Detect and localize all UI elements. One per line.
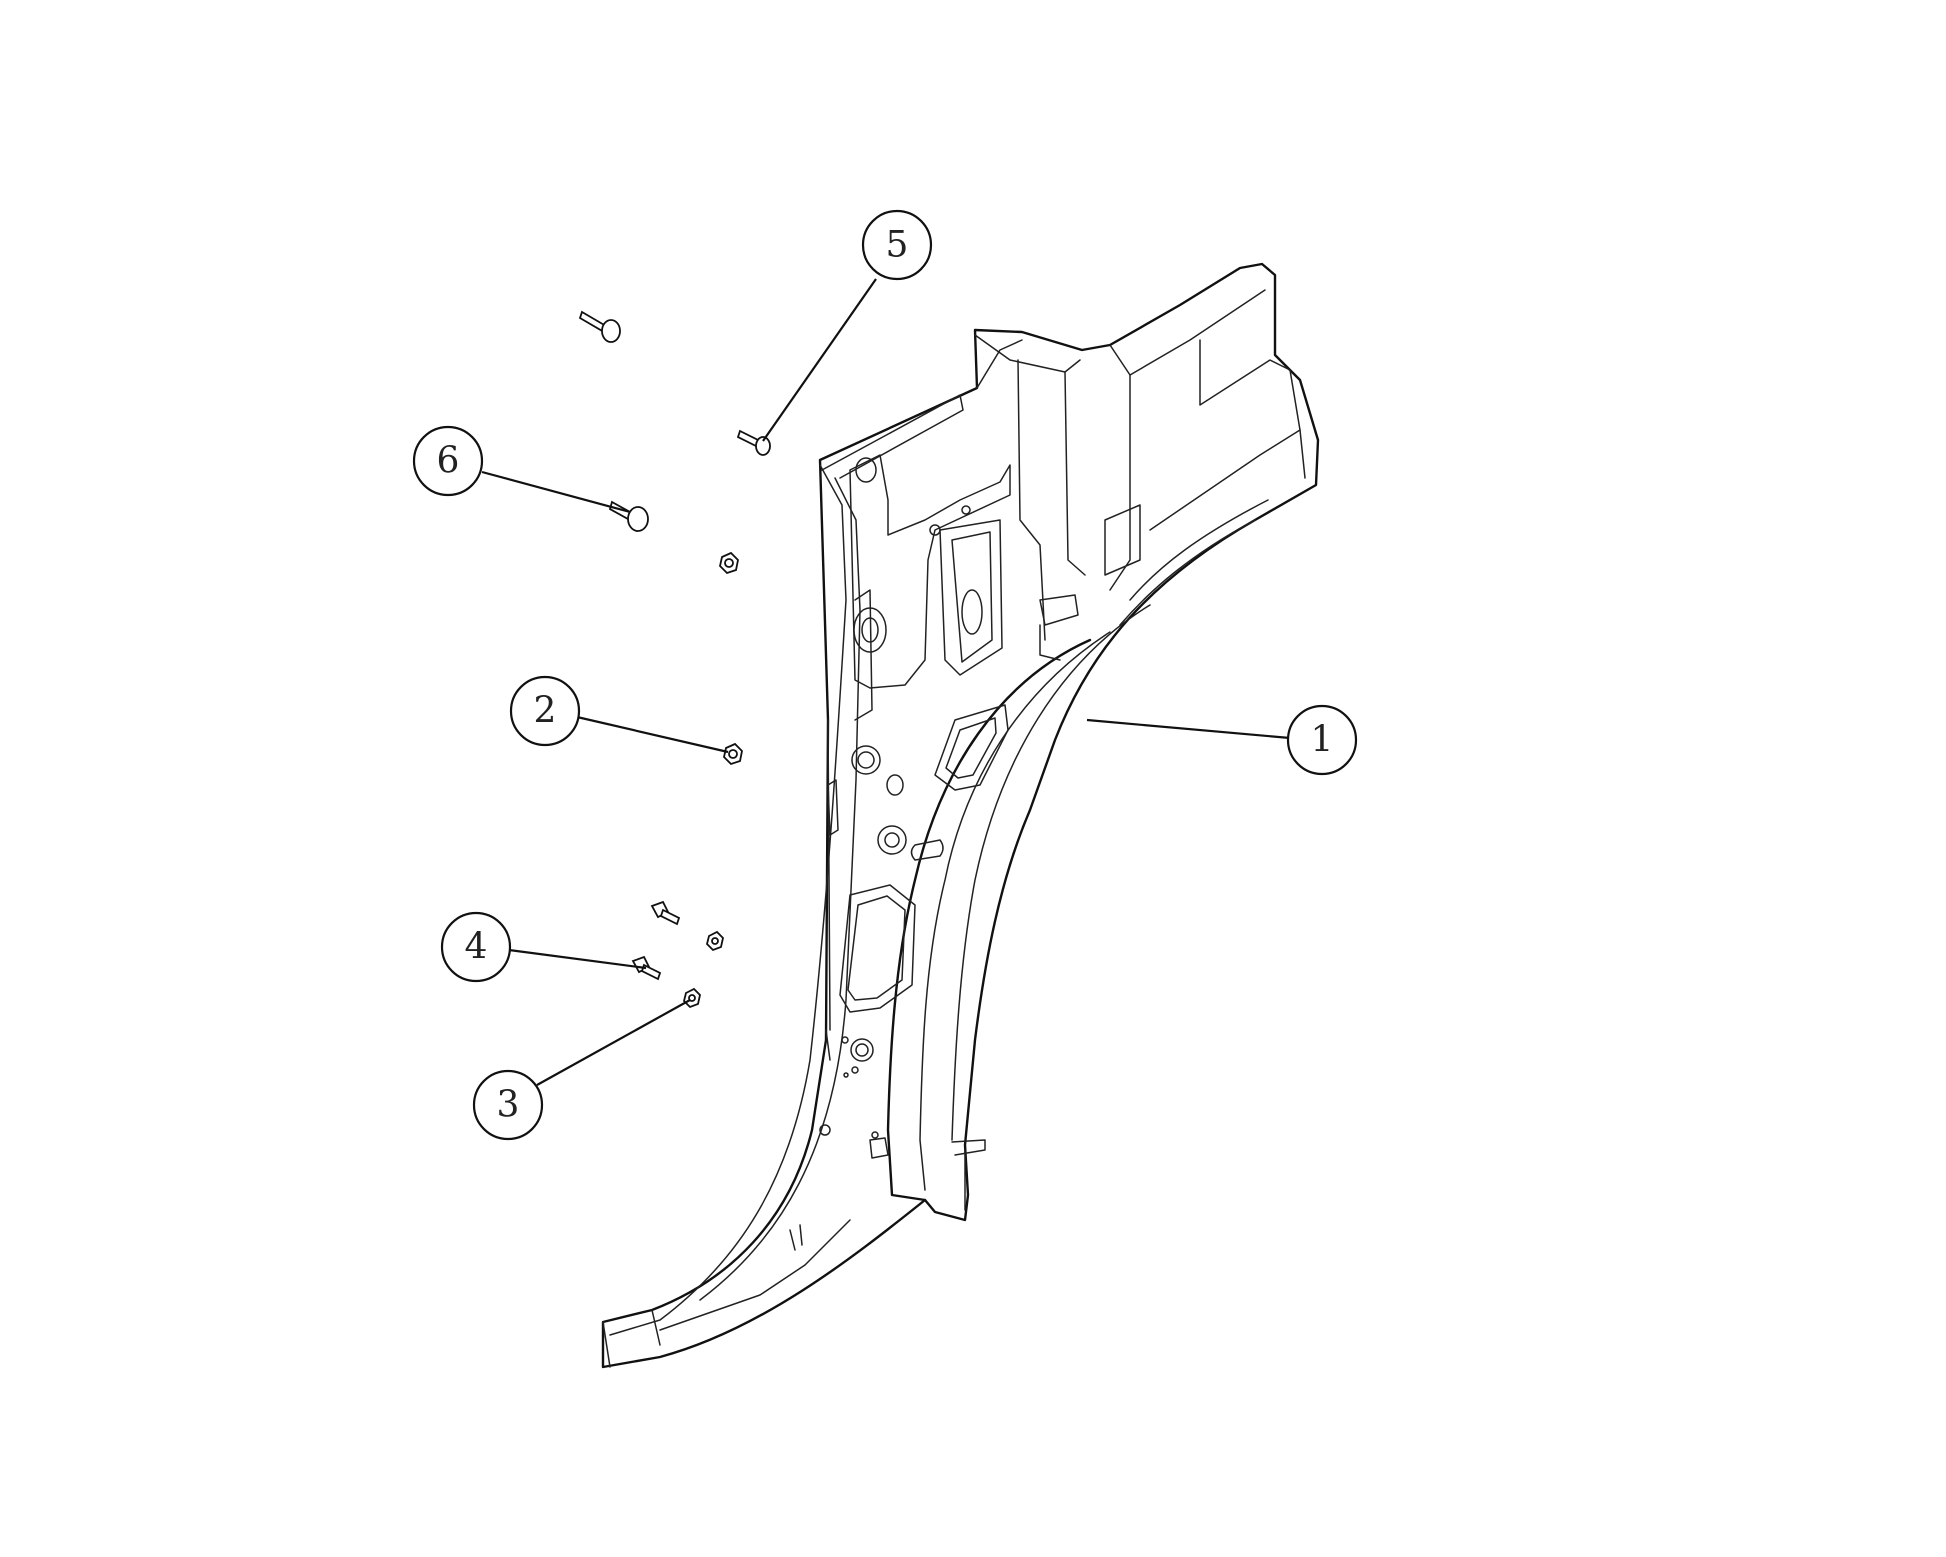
callout-2: 2	[509, 675, 581, 747]
callout-5-label: 5	[886, 225, 909, 266]
callout-4: 4	[440, 911, 512, 983]
callout-4-label: 4	[465, 927, 488, 968]
stud-6	[608, 500, 649, 532]
pillar-panel	[601, 262, 1320, 1369]
leader-6	[481, 470, 631, 514]
nut-mid	[706, 930, 724, 952]
leader-2	[576, 715, 729, 754]
bolt-4	[631, 955, 662, 981]
bolt-top	[578, 310, 621, 343]
callout-6: 6	[412, 425, 484, 497]
leader-3	[536, 999, 691, 1086]
leader-1	[1086, 718, 1291, 740]
leader-5	[762, 278, 877, 442]
cage-nut-2	[723, 742, 743, 766]
bolt-upper-pair	[650, 900, 681, 926]
callout-2-label: 2	[534, 691, 557, 732]
bolt-5	[736, 429, 771, 456]
cage-nut-upper	[719, 551, 739, 575]
nut-3	[683, 987, 701, 1009]
callout-5: 5	[861, 209, 933, 281]
callout-6-label: 6	[437, 441, 460, 482]
leader-4	[508, 948, 647, 970]
callout-3-label: 3	[497, 1085, 520, 1126]
callout-3: 3	[472, 1069, 544, 1141]
callout-1-label: 1	[1311, 720, 1334, 761]
callout-1: 1	[1286, 704, 1358, 776]
